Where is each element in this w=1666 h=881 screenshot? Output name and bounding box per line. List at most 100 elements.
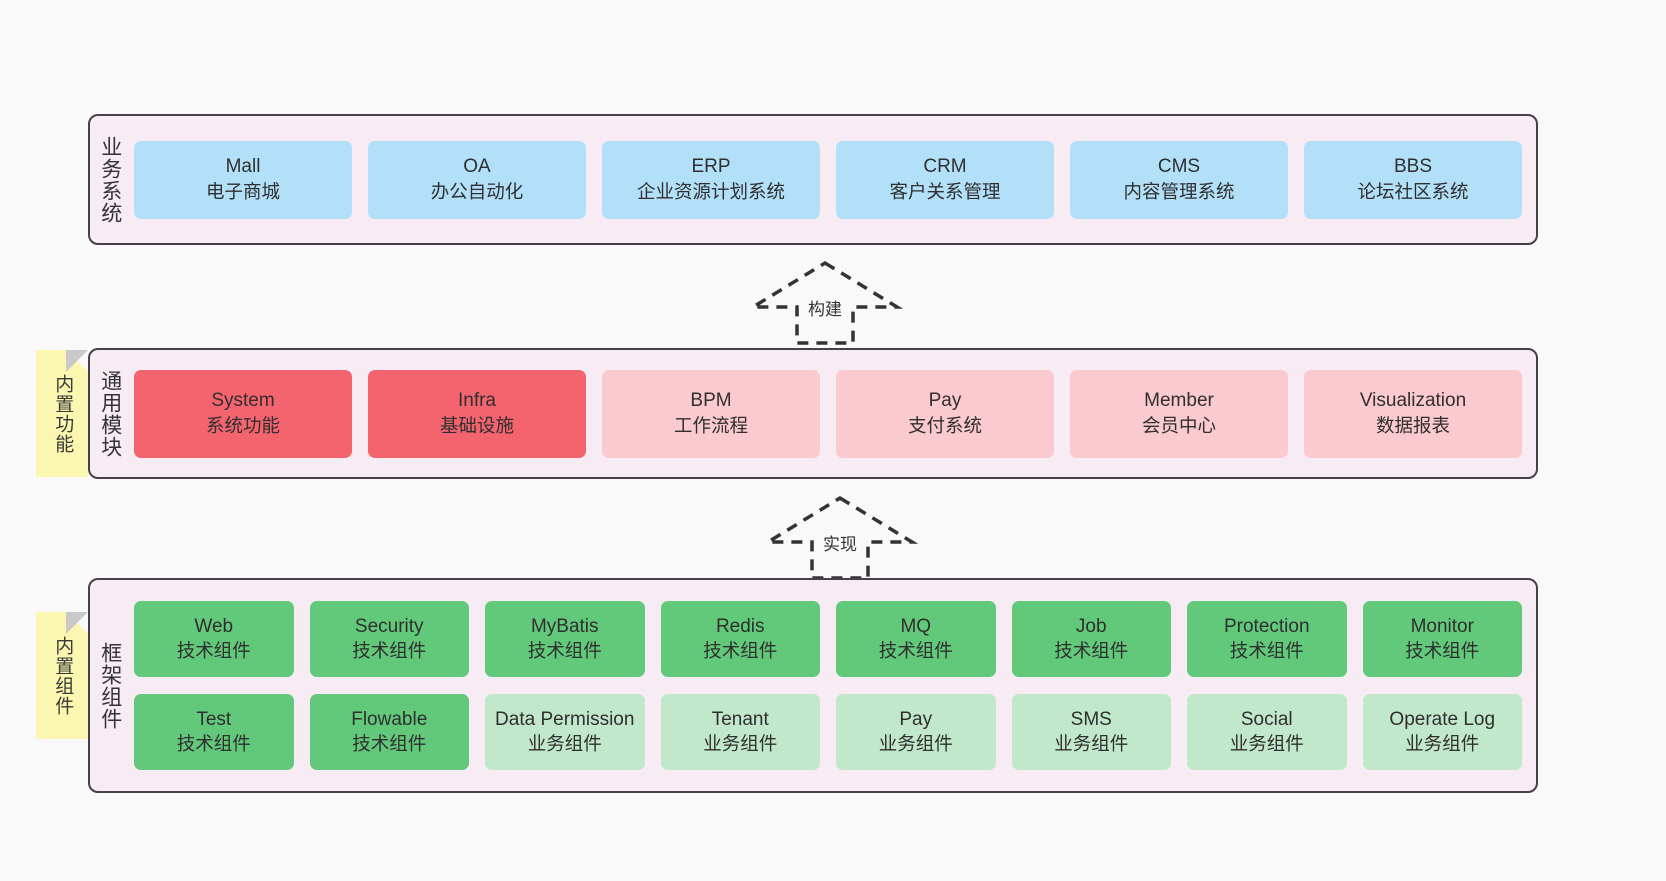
node-operate-log-en: Operate Log <box>1389 708 1496 730</box>
sticky-note-builtin-component-label: 内置组件 <box>52 635 74 716</box>
node-member-en: Member <box>1144 390 1214 412</box>
node-mq-cn: 技术组件 <box>878 640 953 662</box>
common-node-row: System 系统功能 Infra 基础设施 BPM 工作流程 Pay 支付系统… <box>134 369 1522 458</box>
node-operate-log[interactable]: Operate Log 业务组件 <box>1362 694 1522 770</box>
node-flowable-cn: 技术组件 <box>352 733 427 755</box>
node-mall[interactable]: Mall 电子商城 <box>134 140 352 219</box>
node-system-en: System <box>211 390 275 412</box>
node-bbs-cn: 论坛社区系统 <box>1357 180 1469 202</box>
node-sms-cn: 业务组件 <box>1054 733 1129 755</box>
node-social[interactable]: Social 业务组件 <box>1187 694 1347 770</box>
framework-biz-row: Test 技术组件 Flowable 技术组件 Data Permission … <box>134 694 1522 770</box>
node-redis[interactable]: Redis 技术组件 <box>660 601 820 677</box>
node-visualization-cn: 数据报表 <box>1375 414 1450 436</box>
node-bbs-en: BBS <box>1393 156 1433 178</box>
node-visualization[interactable]: Visualization 数据报表 <box>1304 369 1522 458</box>
node-oa[interactable]: OA 办公自动化 <box>368 140 586 219</box>
sticky-note-builtin-component: 内置组件 <box>36 612 88 739</box>
layer-body-common-module: System 系统功能 Infra 基础设施 BPM 工作流程 Pay 支付系统… <box>130 350 1536 477</box>
node-bpm-cn: 工作流程 <box>673 414 748 436</box>
node-pay-component-en: Pay <box>899 708 933 730</box>
layer-title-business-system: 业务系统 <box>98 135 122 224</box>
node-sms-en: SMS <box>1070 708 1112 730</box>
node-pay-module-en: Pay <box>928 390 962 412</box>
node-security-cn: 技术组件 <box>352 640 427 662</box>
node-security-en: Security <box>354 615 424 637</box>
connector-implement: 实现 <box>760 490 920 582</box>
node-bpm-en: BPM <box>690 390 732 412</box>
node-job[interactable]: Job 技术组件 <box>1011 601 1171 677</box>
node-redis-cn: 技术组件 <box>703 640 778 662</box>
node-protection[interactable]: Protection 技术组件 <box>1187 601 1347 677</box>
business-node-row: Mall 电子商城 OA 办公自动化 ERP 企业资源计划系统 CRM 客户关系… <box>134 140 1522 219</box>
node-mybatis-en: MyBatis <box>530 615 599 637</box>
node-protection-en: Protection <box>1223 615 1310 637</box>
node-cms[interactable]: CMS 内容管理系统 <box>1070 140 1288 219</box>
node-job-en: Job <box>1075 615 1107 637</box>
node-monitor-cn: 技术组件 <box>1405 640 1480 662</box>
node-social-en: Social <box>1240 708 1293 730</box>
node-bpm[interactable]: BPM 工作流程 <box>602 369 820 458</box>
node-visualization-en: Visualization <box>1359 390 1467 412</box>
layer-title-framework-component: 框架组件 <box>98 641 122 730</box>
node-infra-cn: 基础设施 <box>439 414 514 436</box>
node-system[interactable]: System 系统功能 <box>134 369 352 458</box>
node-crm-cn: 客户关系管理 <box>889 180 1001 202</box>
node-web[interactable]: Web 技术组件 <box>134 601 294 677</box>
connector-build: 构建 <box>745 255 905 347</box>
node-tenant[interactable]: Tenant 业务组件 <box>660 694 820 770</box>
node-social-cn: 业务组件 <box>1229 733 1304 755</box>
node-data-permission-cn: 业务组件 <box>527 733 602 755</box>
node-monitor[interactable]: Monitor 技术组件 <box>1362 601 1522 677</box>
layer-body-framework-component: Web 技术组件 Security 技术组件 MyBatis 技术组件 Redi… <box>130 580 1536 791</box>
node-system-cn: 系统功能 <box>205 414 280 436</box>
layer-framework-component: 框架组件 Web 技术组件 Security 技术组件 MyBatis 技术组件… <box>88 578 1538 793</box>
node-mq-en: MQ <box>900 615 932 637</box>
connector-implement-label: 实现 <box>823 535 857 554</box>
node-job-cn: 技术组件 <box>1054 640 1129 662</box>
node-oa-en: OA <box>463 156 491 178</box>
layer-business-system: 业务系统 Mall 电子商城 OA 办公自动化 ERP 企业资源计划系统 CRM… <box>88 114 1538 245</box>
node-monitor-en: Monitor <box>1410 615 1474 637</box>
node-mall-en: Mall <box>225 156 261 178</box>
node-protection-cn: 技术组件 <box>1229 640 1304 662</box>
node-mq[interactable]: MQ 技术组件 <box>836 601 996 677</box>
node-flowable-en: Flowable <box>351 708 428 730</box>
node-tenant-cn: 业务组件 <box>703 733 778 755</box>
node-bbs[interactable]: BBS 论坛社区系统 <box>1304 140 1522 219</box>
node-operate-log-cn: 业务组件 <box>1405 733 1480 755</box>
node-crm[interactable]: CRM 客户关系管理 <box>836 140 1054 219</box>
node-test-en: Test <box>196 708 232 730</box>
node-erp-en: ERP <box>691 156 731 178</box>
node-tenant-en: Tenant <box>711 708 769 730</box>
node-member-cn: 会员中心 <box>1141 414 1216 436</box>
node-data-permission[interactable]: Data Permission 业务组件 <box>485 694 645 770</box>
node-web-cn: 技术组件 <box>176 640 251 662</box>
node-web-en: Web <box>194 615 234 637</box>
node-test[interactable]: Test 技术组件 <box>134 694 294 770</box>
layer-title-common-module: 通用模块 <box>98 369 122 458</box>
layer-body-business-system: Mall 电子商城 OA 办公自动化 ERP 企业资源计划系统 CRM 客户关系… <box>130 116 1536 243</box>
node-pay-module[interactable]: Pay 支付系统 <box>836 369 1054 458</box>
node-pay-component[interactable]: Pay 业务组件 <box>836 694 996 770</box>
node-redis-en: Redis <box>715 615 765 637</box>
node-sms[interactable]: SMS 业务组件 <box>1011 694 1171 770</box>
node-cms-en: CMS <box>1157 156 1201 178</box>
node-infra[interactable]: Infra 基础设施 <box>368 369 586 458</box>
node-crm-en: CRM <box>923 156 967 178</box>
node-pay-module-cn: 支付系统 <box>907 414 982 436</box>
node-flowable[interactable]: Flowable 技术组件 <box>309 694 469 770</box>
node-mall-cn: 电子商城 <box>205 180 280 202</box>
node-oa-cn: 办公自动化 <box>430 180 524 202</box>
node-infra-en: Infra <box>457 390 497 412</box>
layer-common-module: 通用模块 System 系统功能 Infra 基础设施 BPM 工作流程 Pay… <box>88 348 1538 479</box>
node-mybatis[interactable]: MyBatis 技术组件 <box>485 601 645 677</box>
node-pay-component-cn: 业务组件 <box>878 733 953 755</box>
sticky-note-builtin-function: 内置功能 <box>36 350 88 477</box>
node-security[interactable]: Security 技术组件 <box>309 601 469 677</box>
node-erp-cn: 企业资源计划系统 <box>636 180 785 202</box>
framework-tech-row: Web 技术组件 Security 技术组件 MyBatis 技术组件 Redi… <box>134 601 1522 677</box>
node-erp[interactable]: ERP 企业资源计划系统 <box>602 140 820 219</box>
node-member[interactable]: Member 会员中心 <box>1070 369 1288 458</box>
